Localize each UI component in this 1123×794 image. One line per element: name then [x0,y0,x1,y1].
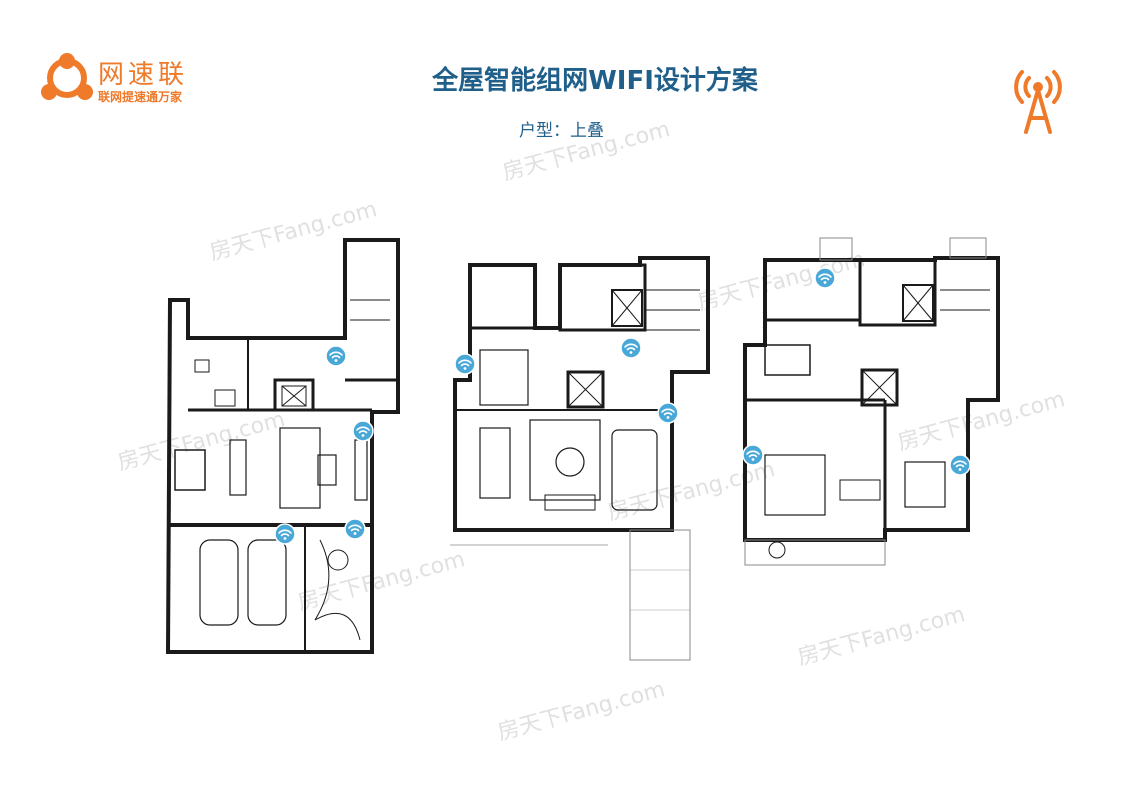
wifi-icon [620,337,642,359]
floor-plan-3 [743,237,1000,566]
watermark: 房天下Fang.com [795,602,968,671]
watermark: 房天下Fang.com [695,247,868,316]
logo-slogan: 联网提速通万家 [98,90,183,104]
watermark: 房天下Fang.com [115,407,288,476]
watermark: 房天下Fang.com [207,197,380,266]
wifi-icon [454,353,476,375]
logo-name: 网速联 [98,60,189,90]
wifi-icon [657,402,679,424]
watermark: 房天下Fang.com [495,677,668,746]
wifi-icon [344,518,366,540]
page-subtitle: 户型：上叠 [519,121,604,141]
brand-logo: 网速联 联网提速通万家 [40,50,240,110]
wifi-icon [814,267,836,289]
wifi-icon [949,454,971,476]
watermark: 房天下Fang.com [895,387,1068,456]
logo-icon [41,53,93,100]
watermark: 房天下Fang.com [295,547,468,616]
signal-tower-icon [1014,70,1062,134]
floor-plan-1 [165,238,400,654]
page-title: 全屋智能组网WIFI设计方案 [432,66,758,96]
watermark: 房天下Fang.com [605,457,778,526]
wifi-icon [742,444,764,466]
watermark: 房天下Fang.com [500,117,673,186]
wifi-icon [274,523,296,545]
wifi-markers [274,267,971,545]
floor-plan-2 [450,256,710,661]
wifi-icon [325,345,347,367]
wifi-icon [352,420,374,442]
